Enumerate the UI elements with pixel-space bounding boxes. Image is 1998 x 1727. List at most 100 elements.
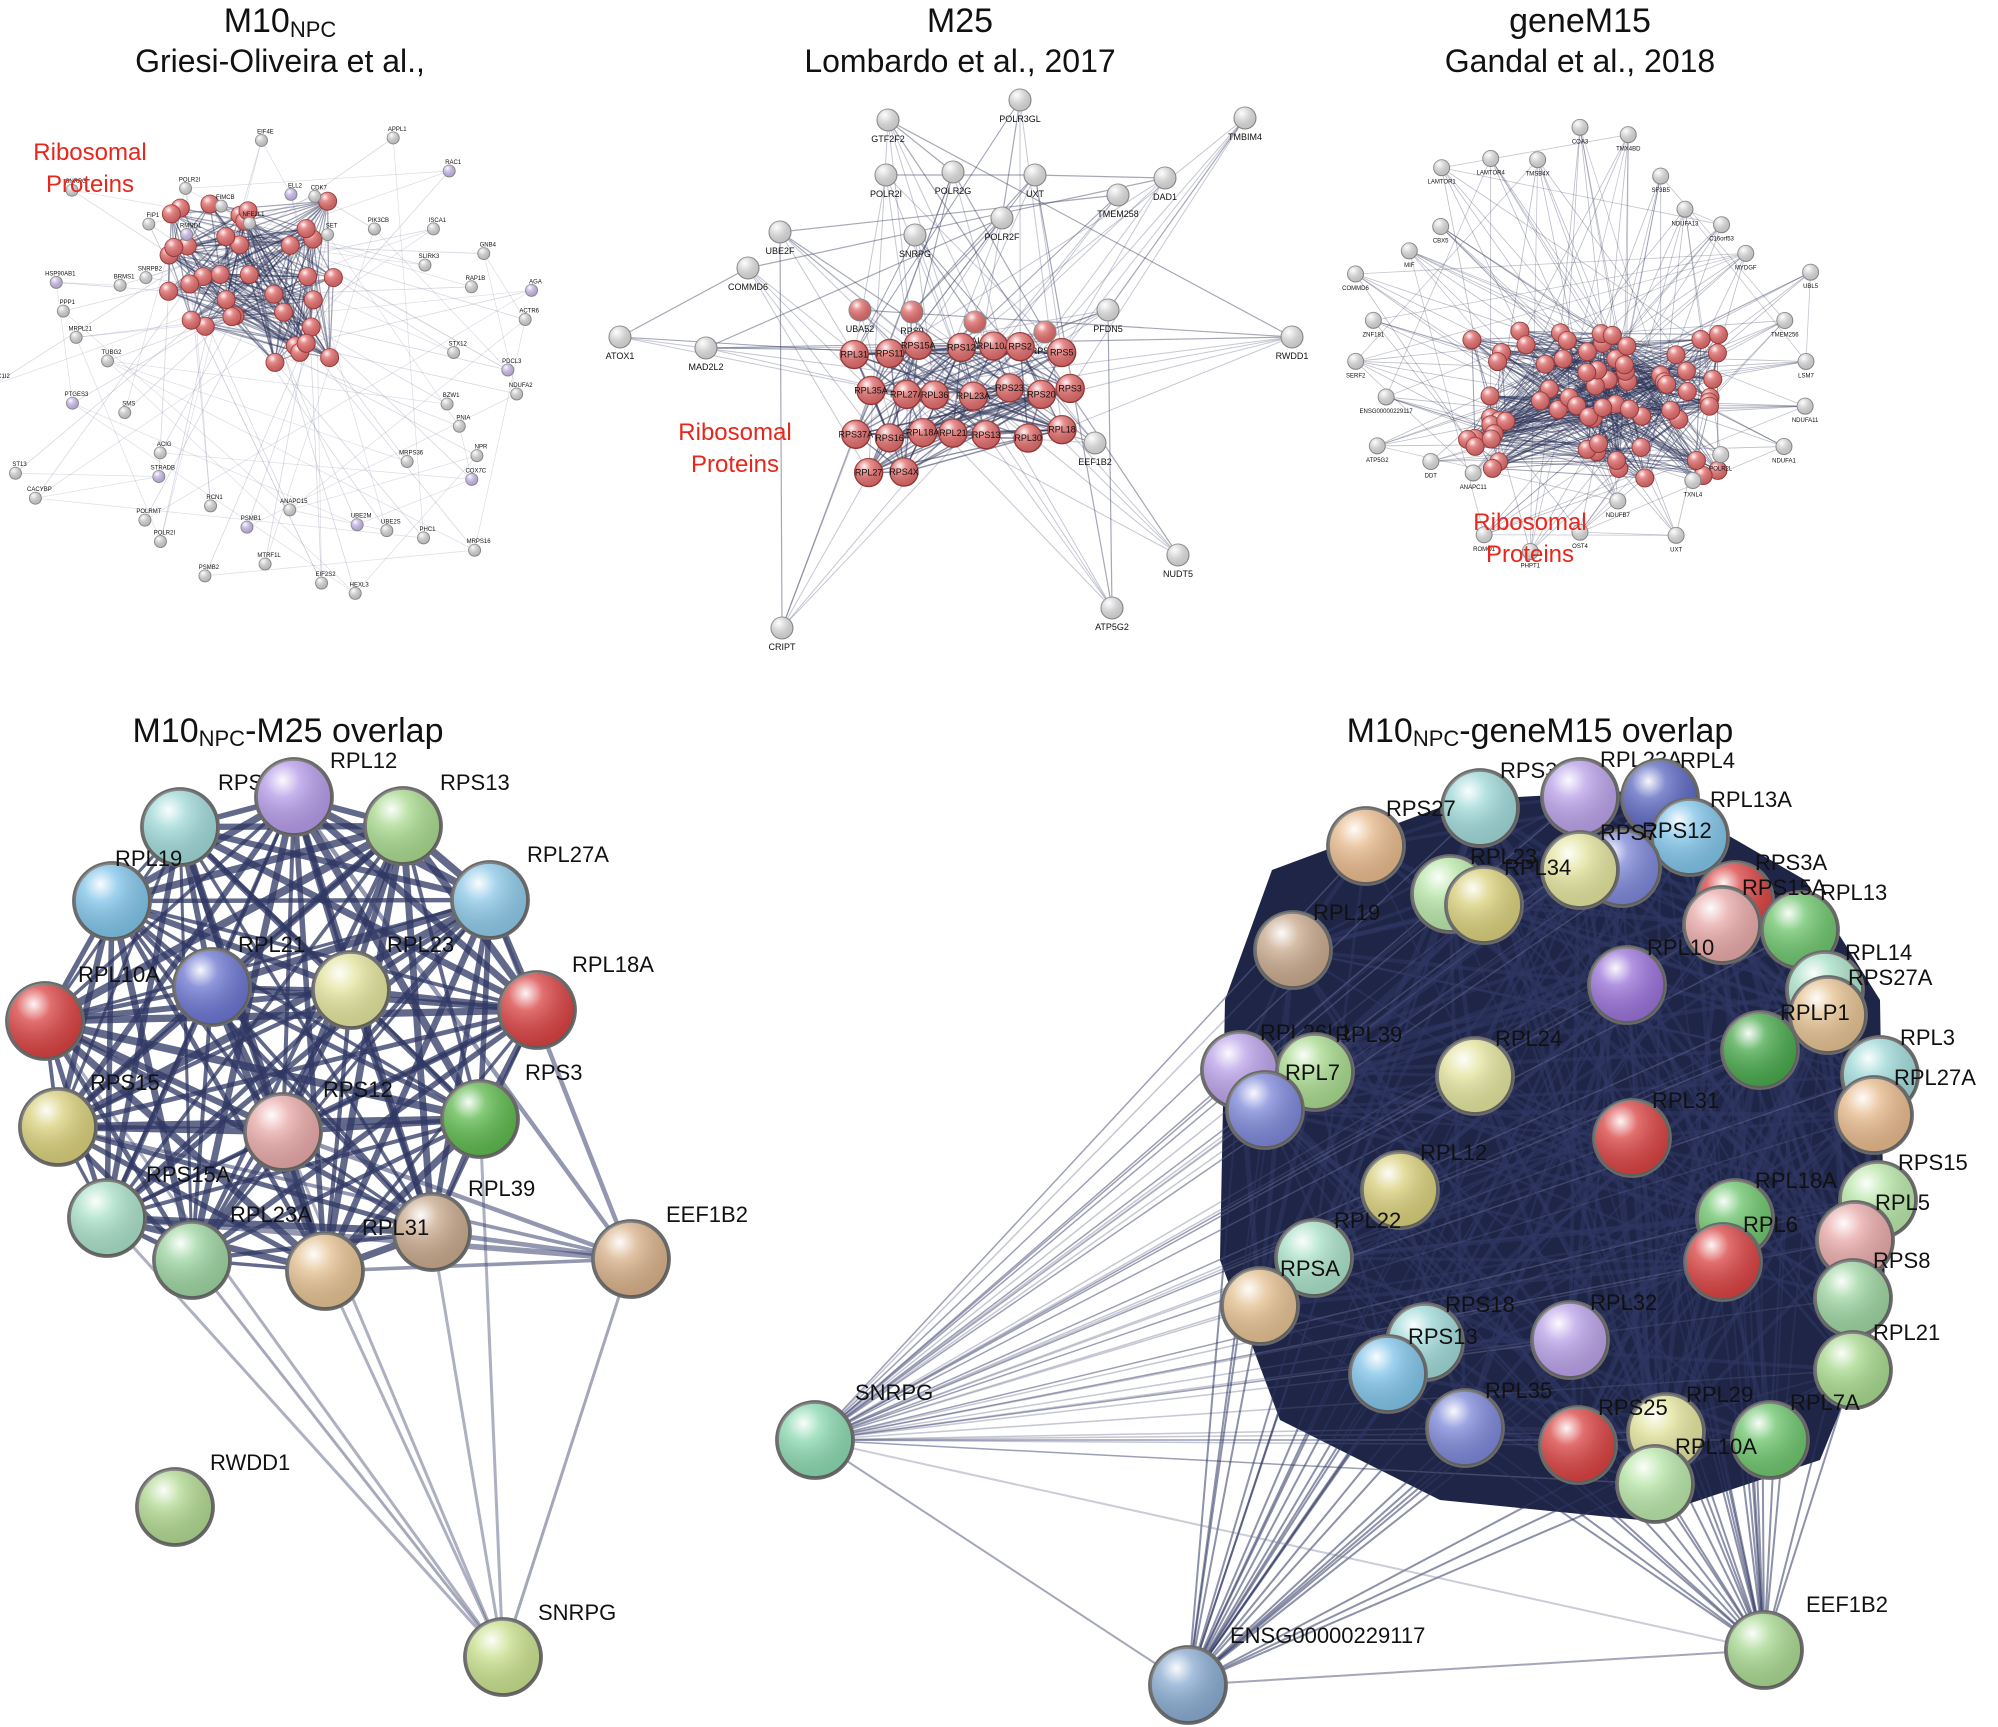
node-gene15-ribo-64[interactable] [1677,381,1697,401]
node-ov2-rps27a[interactable] [1788,975,1868,1055]
node-m25-rpl18[interactable] [1047,414,1077,445]
node-m10-tubg2[interactable] [101,354,115,368]
node-m25-mad2l2[interactable] [694,336,718,360]
node-m10-ribo-21[interactable] [323,268,343,288]
node-gene15-ribo-65[interactable] [1481,429,1501,449]
node-m10-appl1[interactable] [386,131,400,145]
node-gene15-tmem256[interactable] [1776,312,1794,330]
node-m25-polr2f[interactable] [990,206,1014,230]
node-m25-ube2f[interactable] [768,220,792,244]
node-ov2-rps15a[interactable] [1682,885,1762,965]
node-gene15-ribo-67[interactable] [1593,398,1613,418]
node-ov2-rpl34[interactable] [1444,865,1524,945]
node-gene15-romo1[interactable] [1475,526,1493,544]
node-gene15-ribo-16[interactable] [1548,400,1568,420]
node-gene15-ribo-69[interactable] [1619,399,1639,419]
node-m10-ribo-31[interactable] [159,281,179,301]
node-m25-atp5g2[interactable] [1100,596,1124,620]
node-m10-ndufa2[interactable] [510,387,524,401]
node-ov2-rpl6[interactable] [1683,1222,1763,1302]
node-m10-mrps16[interactable] [468,543,482,557]
node-m10-cacybp[interactable] [28,491,42,505]
node-m10-ribo-32[interactable] [296,333,316,353]
node-gene15-ribo-50[interactable] [1516,335,1536,355]
node-gene15-coa3[interactable] [1571,118,1589,136]
node-gene15-ribo-7[interactable] [1585,376,1605,396]
node-gene15-lsm7[interactable] [1797,352,1815,370]
node-ov2-rpsa[interactable] [1220,1266,1300,1346]
node-m10-ribo-22[interactable] [303,290,323,310]
node-m10-phc1[interactable] [417,531,431,545]
node-m25-rpl36[interactable] [919,380,950,410]
node-m10-ube2s[interactable] [380,524,394,538]
node-m10-pik3cb[interactable] [367,222,381,236]
node-m25-polr2i[interactable] [874,163,898,187]
node-m10-rmnd1[interactable] [180,228,194,242]
node-m10-ribo-15[interactable] [216,227,236,247]
node-ov2-rpl23a[interactable] [1540,757,1620,837]
node-m25-rps37a[interactable] [841,419,871,450]
node-m10-ribo-30[interactable] [161,204,181,224]
node-ov2-rpl7[interactable] [1225,1070,1305,1150]
node-m10-ribo-12[interactable] [301,317,321,337]
node-m10-pnia[interactable] [452,419,466,433]
node-m10-ribo-16[interactable] [222,307,242,327]
node-gene15-ribo-26[interactable] [1602,325,1622,345]
node-m10-stx12[interactable] [447,346,461,360]
node-m10-ribo-27[interactable] [274,302,294,322]
node-m10-ribo-8[interactable] [195,316,215,336]
node-m10-isca1[interactable] [426,222,440,236]
node-m10-ribo-19[interactable] [216,290,236,310]
node-m25-rpl23a[interactable] [958,381,989,411]
node-m25-gtf2f2[interactable] [876,108,900,132]
node-gene15-ribo-51[interactable] [1465,436,1485,456]
node-m25-rps9[interactable] [900,300,924,324]
node-ov2-rpl10[interactable] [1587,945,1667,1025]
node-ov2-rpl31[interactable] [1592,1098,1672,1178]
node-m10-eif2s2[interactable] [315,576,329,590]
node-m10-acig[interactable] [153,446,167,460]
node-m25-rps23[interactable] [994,373,1025,403]
node-gene15-ribo-66[interactable] [1686,450,1706,470]
node-gene15-ribo-46[interactable] [1614,355,1634,375]
node-ov1-rpl19[interactable] [72,861,152,941]
node-m10-cdk7[interactable] [308,189,322,203]
node-m25-polr3gl[interactable] [1008,88,1032,112]
node-ov2-rps13[interactable] [1348,1334,1428,1414]
node-ov2-rpl19[interactable] [1253,910,1333,990]
node-m10-ribo-33[interactable] [180,274,200,294]
node-ov1-rpl31[interactable] [285,1231,365,1311]
node-gene15-ribo-53[interactable] [1462,330,1482,350]
node-gene15-ribo-40[interactable] [1488,352,1508,372]
node-ov2-rps8[interactable] [1813,1258,1893,1338]
node-ov2-rpl24[interactable] [1435,1036,1515,1116]
node-m10-ribo-25[interactable] [200,194,220,214]
node-ov2-snrpg[interactable] [775,1400,855,1480]
node-m10-ribo-18[interactable] [318,191,338,211]
node-gene15-ribo-32[interactable] [1617,336,1637,356]
node-ov2-rpl13a[interactable] [1650,797,1730,877]
node-m25-rpl30[interactable] [1013,423,1043,453]
node-m10-ppp1[interactable] [56,304,70,318]
node-m10-gnb4[interactable] [477,247,491,261]
node-m10-aga[interactable] [524,283,538,297]
node-ov2-rpl13[interactable] [1760,890,1840,970]
node-gene15-ribo-48[interactable] [1691,329,1711,349]
node-ov1-eef1b2[interactable] [591,1219,671,1299]
node-m25-pfdn5[interactable] [1096,298,1120,322]
node-m25-polr2g[interactable] [941,160,965,184]
node-m25-rps4x[interactable] [889,457,919,487]
node-m25-fau[interactable] [963,310,987,334]
node-ov1-rps15a[interactable] [67,1178,147,1258]
node-ov2-rpl10a[interactable] [1615,1444,1695,1524]
node-m10-snrpb2[interactable] [139,271,153,285]
node-m10-cox7c[interactable] [465,472,479,486]
node-m25-nudt5[interactable] [1166,543,1190,567]
node-m10-ribo-29[interactable] [296,219,316,239]
node-m10-polrmt[interactable] [138,513,152,527]
node-m10-ribo-7[interactable] [230,235,250,255]
node-m25-tmbim4[interactable] [1233,106,1257,130]
node-m25-tmem258[interactable] [1106,183,1130,207]
node-m10-ube2m[interactable] [350,518,364,532]
node-m25-eef1b2[interactable] [1083,431,1107,455]
